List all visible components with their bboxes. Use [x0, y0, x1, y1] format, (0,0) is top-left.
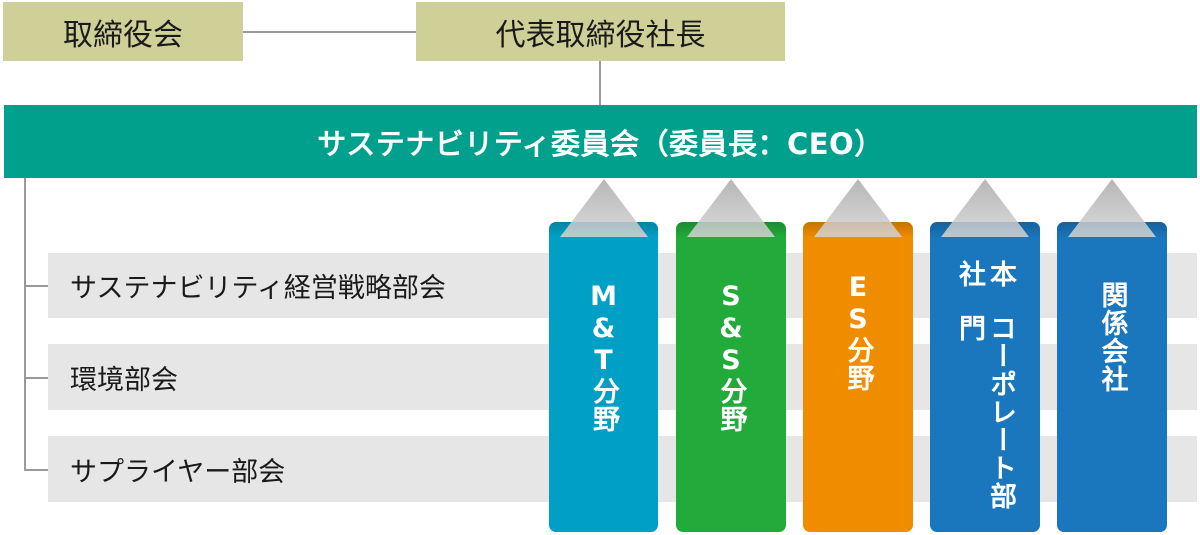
subcommittee-tree-line [24, 178, 26, 471]
president-committee-connector [599, 61, 601, 105]
arrow-up-icon [560, 179, 648, 237]
subcommittee-label: サステナビリティ経営戦略部会 [70, 273, 446, 304]
division-label: 関係会社 [1096, 281, 1128, 393]
board-of-directors-box: 取締役会 [3, 2, 243, 61]
president-label: 代表取締役社長 [495, 17, 706, 53]
division-label: S&S分野 [715, 281, 747, 433]
sustainability-committee-bar: サステナビリティ委員会（委員長：CEO） [4, 105, 1197, 178]
committee-label: サステナビリティ委員会（委員長：CEO） [317, 126, 884, 161]
division-label-line1: 本社 [954, 260, 1017, 288]
corporate-label-group: 本社 コーポレート部門 [954, 260, 1016, 532]
division-label: M&T分野 [588, 281, 620, 433]
division-pillar-mt: M&T分野 [549, 222, 658, 532]
president-box: 代表取締役社長 [416, 2, 785, 61]
subcommittee-label: サプライヤー部会 [70, 456, 286, 488]
division-pillar-es: ES分野 [803, 222, 913, 532]
arrow-up-icon [941, 179, 1029, 237]
division-pillar-ss: S&S分野 [676, 222, 786, 532]
branch-connector-3 [24, 469, 48, 471]
branch-connector-2 [24, 377, 48, 379]
branch-connector-1 [24, 285, 48, 287]
arrow-up-icon [687, 179, 775, 237]
arrow-up-icon [814, 179, 902, 237]
division-pillar-corporate: 本社 コーポレート部門 [930, 222, 1040, 532]
subcommittee-label: 環境部会 [70, 364, 178, 396]
division-label: ES分野 [842, 272, 874, 392]
arrow-up-icon [1068, 179, 1156, 237]
division-label-line2: コーポレート部門 [954, 314, 1017, 511]
division-pillar-affiliates: 関係会社 [1057, 222, 1167, 532]
board-president-connector [243, 31, 416, 33]
board-label: 取締役会 [63, 17, 183, 53]
